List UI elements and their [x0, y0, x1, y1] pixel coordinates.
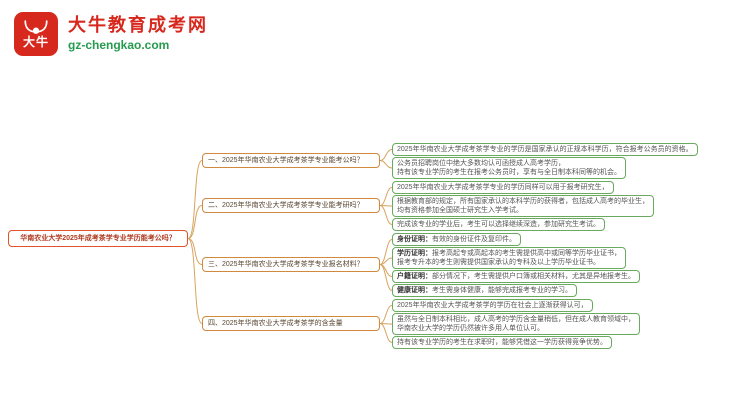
leaf-text: 公务员招聘岗位中绝大多数均认可函授成人高考学历， [397, 160, 565, 167]
leaf-text: 2025年华南农业大学成考茶学专业的学历是国家承认的正规本科学历，符合报考公务员… [397, 146, 693, 153]
branch-node-4: 四、2025年华南农业大学成考茶学的含金量 [202, 316, 380, 331]
leaf-text: 持有该专业学历的考生在报考公务员时，享有与全日制本科同等的机会。 [397, 169, 621, 176]
connector-line [187, 238, 203, 265]
branch-node-3: 三、2025年华南农业大学成考茶学专业报名材料？ [202, 257, 380, 272]
site-name: 大牛教育成考网 [68, 15, 208, 35]
leaf-text: 学历证明：报考高起专或高起本的考生需提供高中或同等学历毕业证书， [397, 249, 621, 258]
connector-line [379, 205, 393, 225]
leaf-node: 持有该专业学历的考生在求职时，能够凭借这一学历获得竞争优势。 [392, 336, 612, 349]
leaf-text: 华南农业大学的学历仍然被许多用人单位认可。 [397, 325, 544, 332]
leaf-node: 公务员招聘岗位中绝大多数均认可函授成人高考学历， 持有该专业学历的考生在报考公务… [392, 157, 626, 179]
site-url: gz-chengkao.com [68, 38, 170, 52]
connector-line [379, 149, 393, 161]
connector-line [187, 205, 203, 239]
leaf-node: 学历证明：报考高起专或高起本的考生需提供高中或同等学历毕业证书， 报考专升本的考… [392, 247, 626, 269]
connector-line [187, 238, 203, 324]
leaf-node: 虽然与全日制本科相比，成人高考的学历含金量稍低，但在成人教育领域中， 华南农业大… [392, 313, 640, 335]
logo-text: 大牛 [22, 34, 49, 49]
leaf-text-span: 考生需身体健康，能够完成报考专业的学习。 [432, 287, 572, 294]
leaf-node: 健康证明：考生需身体健康，能够完成报考专业的学习。 [392, 284, 577, 297]
leaf-text: 虽然与全日制本科相比，成人高考的学历含金量稍低，但在成人教育领域中， [397, 316, 635, 323]
leaf-text: 健康证明：考生需身体健康，能够完成报考专业的学习。 [397, 286, 572, 295]
leaf-text: 均有资格参加全国硕士研究生入学考试。 [397, 207, 523, 214]
leaf-node: 户籍证明：部分情况下，考生需提供户口簿或相关材料，尤其是异地报考生。 [392, 270, 640, 283]
connector-line [379, 205, 393, 207]
connector-line [379, 264, 393, 291]
connector-line [187, 160, 203, 239]
ox-icon [24, 19, 48, 34]
leaf-text-span: 部分情况下，考生需提供户口簿或相关材料，尤其是异地报考生。 [432, 273, 635, 280]
leaf-label: 身份证明： [397, 236, 432, 243]
leaf-text: 身份证明：有效的身份证件及复印件。 [397, 235, 516, 244]
leaf-node: 根据教育部的规定，所有国家承认的本科学历的获得者，包括成人高考的毕业生， 均有资… [392, 195, 654, 217]
leaf-label: 户籍证明： [397, 273, 432, 280]
leaf-node: 完成该专业的学业后，考生可以选择继续深造，参加研究生考试。 [392, 218, 605, 231]
connector-line [379, 257, 393, 265]
connector-line [379, 239, 393, 265]
leaf-text: 根据教育部的规定，所有国家承认的本科学历的获得者，包括成人高考的毕业生， [397, 198, 649, 205]
leaf-text: 报考专升本的考生则需提供国家承认的专科及以上学历毕业证书。 [397, 259, 600, 266]
connector-line [379, 323, 393, 343]
mindmap-root-node: 华南农业大学2025年成考茶学专业学历能考公吗？ [8, 230, 188, 247]
leaf-text: 户籍证明：部分情况下，考生需提供户口簿或相关材料，尤其是异地报考生。 [397, 272, 635, 281]
leaf-label: 健康证明： [397, 287, 432, 294]
leaf-text-span: 有效的身份证件及复印件。 [432, 236, 516, 243]
leaf-node: 2025年华南农业大学成考茶学专业的学历同样可以用于报考研究生， [392, 181, 614, 194]
site-logo[interactable]: 大牛 [14, 12, 58, 56]
leaf-node: 2025年华南农业大学成考茶学的学历在社会上逐渐获得认可， [392, 299, 593, 312]
leaf-text: 持有该专业学历的考生在求职时，能够凭借这一学历获得竞争优势。 [397, 339, 607, 346]
leaf-text: 完成该专业的学业后，考生可以选择继续深造，参加研究生考试。 [397, 221, 600, 228]
connector-line [379, 264, 393, 277]
connector-line [379, 305, 393, 324]
leaf-text-span: 报考高起专或高起本的考生需提供高中或同等学历毕业证书， [432, 250, 621, 257]
leaf-text: 2025年华南农业大学成考茶学的学历在社会上逐渐获得认可， [397, 302, 588, 309]
leaf-text: 2025年华南农业大学成考茶学专业的学历同样可以用于报考研究生， [397, 184, 609, 191]
leaf-node: 2025年华南农业大学成考茶学专业的学历是国家承认的正规本科学历，符合报考公务员… [392, 143, 698, 156]
branch-node-2: 二、2025年华南农业大学成考茶学专业能考研吗？ [202, 198, 380, 213]
brand-text: 大牛教育成考网 gz-chengkao.com [68, 14, 208, 54]
leaf-label: 学历证明： [397, 250, 432, 257]
connector-line [379, 323, 393, 325]
connector-line [379, 187, 393, 206]
branch-node-1: 一、2025年华南农业大学成考茶学专业能考公吗？ [202, 153, 380, 168]
leaf-node: 身份证明：有效的身份证件及复印件。 [392, 233, 521, 246]
connector-line [379, 160, 393, 169]
